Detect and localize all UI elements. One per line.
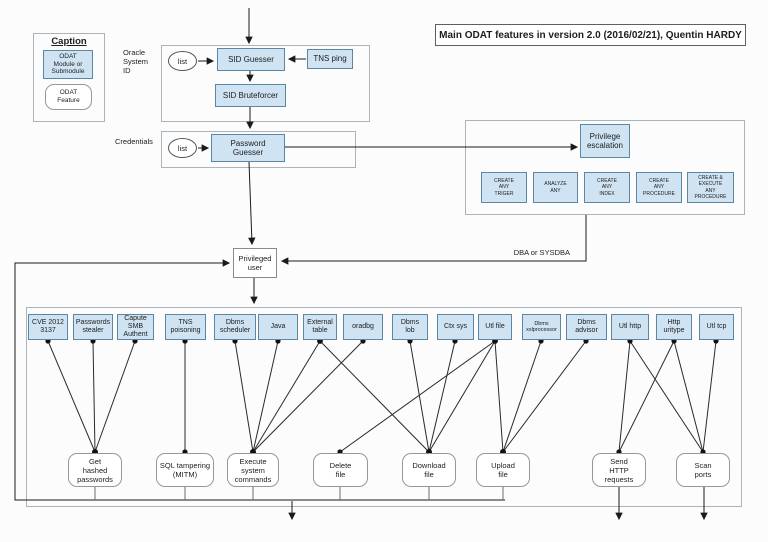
module-tns-poisoning: TNS poisoning [165, 314, 206, 340]
module-java: Java [258, 314, 298, 340]
module-external-table: External table [303, 314, 337, 340]
diagram-title: Main ODAT features in version 2.0 (2016/… [435, 24, 746, 46]
privilege-create-any-procedure-box: CREATE ANY PROCEDURE [636, 172, 682, 203]
password-guesser-box: Password Guesser [211, 134, 285, 162]
feature-get-hashed-passwords: Get hashed passwords [68, 453, 122, 487]
module-http-uritype: Http uritype [656, 314, 692, 340]
module-utl-http: Utl http [611, 314, 649, 340]
modules-container [26, 307, 742, 507]
feature-scan-ports: Scan ports [676, 453, 730, 487]
privileged-user-box: Privileged user [233, 248, 277, 278]
oracle-system-id-label: Oracle System ID [123, 48, 149, 75]
module-utl-tcp: Utl tcp [699, 314, 734, 340]
feature-download-file: Download file [402, 453, 456, 487]
feature-bus-stubs [94, 485, 504, 500]
module-ctx-sys: Ctx sys [437, 314, 474, 340]
credentials-list-ellipse: list [168, 138, 197, 158]
module-capute-smb-authent: Capute SMB Authent [117, 314, 154, 340]
sid-guesser-box: SID Guesser [217, 48, 285, 71]
oracle-system-id-container [161, 45, 370, 122]
credentials-container [161, 131, 356, 168]
module-cve-2012-3137: CVE 2012 3137 [28, 314, 68, 340]
module-dbms-xslprocessor: Dbms xslprocessor [522, 314, 561, 340]
feature-execute-system-commands: Execute system commands [227, 453, 279, 487]
feature-upload-file: Upload file [476, 453, 530, 487]
feedback-loop-to-privileged-user [14, 259, 505, 501]
caption-legend-box [33, 33, 105, 122]
module-passwords-stealer: Passwords stealer [73, 314, 113, 340]
sid-bruteforcer-box: SID Bruteforcer [215, 84, 286, 107]
legend-module-box: ODAT Module or Submodule [43, 50, 93, 79]
privilege-escalation-box: Privilege escalation [580, 124, 630, 158]
arrow-dba-to-privileged-user [280, 215, 587, 265]
privilege-escalation-container [465, 120, 745, 215]
module-dbms-advisor: Dbms advisor [566, 314, 607, 340]
credentials-label: Credentials [115, 137, 153, 146]
arrow-passwordguesser-to-privileged-user [248, 161, 256, 246]
privilege-create-any-index-box: CREATE ANY INDEX [584, 172, 630, 203]
caption-heading: Caption [51, 36, 87, 47]
tns-ping-box: TNS ping [307, 49, 353, 69]
connector-dots [45, 338, 719, 455]
privilege-analyze-any-box: ANALYZE ANY [533, 172, 578, 203]
module-feature-connectors [47, 340, 717, 453]
module-dbms-scheduler: Dbms scheduler [214, 314, 256, 340]
sid-list-ellipse: list [168, 51, 197, 71]
privilege-create-any-triger-box: CREATE ANY TRIGER [481, 172, 527, 203]
module-dbms-lob: Dbms lob [392, 314, 428, 340]
module-oradbg: oradbg [343, 314, 383, 340]
privilege-create-execute-any-procedure-box: CREATE & EXECUTE ANY PROCEDURE [687, 172, 734, 203]
feature-delete-file: Delete file [313, 453, 368, 487]
dba-or-sysdba-label: DBA or SYSDBA [513, 248, 570, 257]
feature-send-http-requests: Send HTTP requests [592, 453, 646, 487]
feature-sql-tampering-mitm: SQL tampering (MITM) [156, 453, 214, 487]
legend-feature-box: ODAT Feature [45, 84, 92, 110]
module-utl-file: Utl file [478, 314, 512, 340]
flow-arrows [14, 8, 708, 521]
